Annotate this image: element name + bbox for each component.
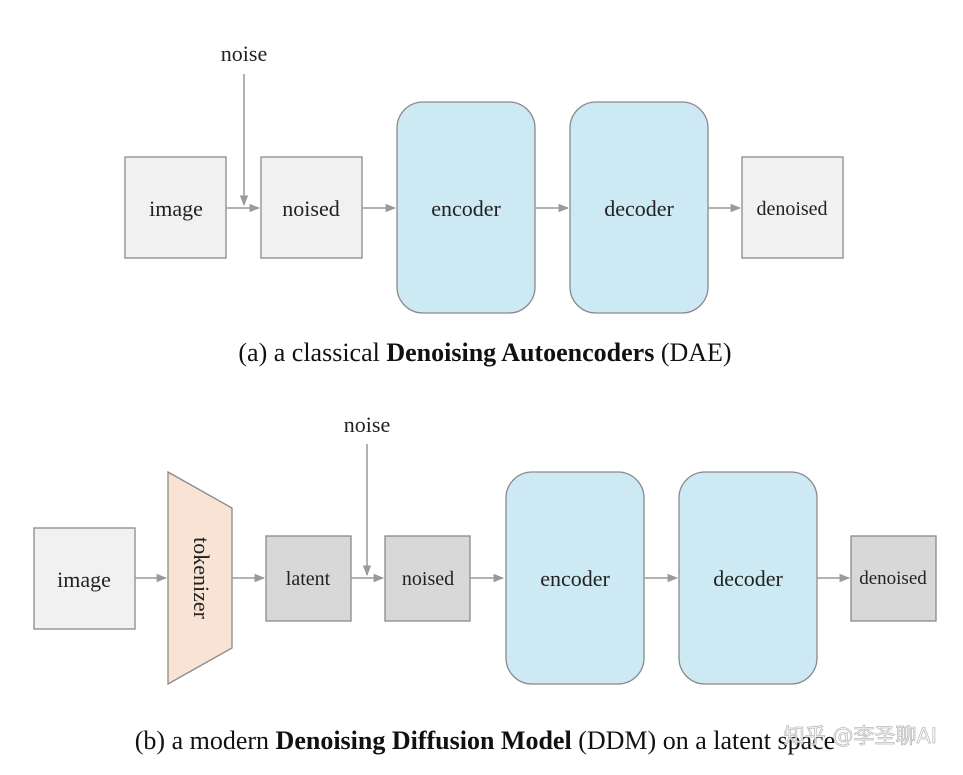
decoder-label-a: decoder [604,196,674,221]
denoised-box-b [850,535,937,622]
denoised-box-a [741,156,844,259]
image-box-b [33,527,136,630]
diagram-b: image tokenizer latent noise noised enco… [33,412,937,755]
noised-box-b [384,535,471,622]
caption-a-prefix: (a) a classical [238,338,386,367]
decoder-label-b: decoder [713,566,783,591]
caption-a-bold: Denoising Autoencoders [386,338,654,367]
encoder-label-b: encoder [540,566,610,591]
caption-b-prefix: (b) a modern [135,726,276,755]
image-label-b: image [57,567,111,592]
noise-label-b: noise [344,412,390,437]
noised-label-a: noised [282,196,339,221]
caption-b-bold: Denoising Diffusion Model [276,726,572,755]
caption-b-suffix: (DDM) on a latent space [572,726,836,755]
caption-a-suffix: (DAE) [654,338,731,367]
image-label-a: image [149,196,203,221]
encoder-label-a: encoder [431,196,501,221]
tokenizer-shape-b [167,470,233,686]
tokenizer-label-b: tokenizer [189,537,214,620]
caption-a: (a) a classical Denoising Autoencoders (… [238,338,731,367]
latent-label-b: latent [286,568,331,590]
noised-label-b: noised [402,568,454,590]
noised-box-a [260,156,363,259]
watermark: 知乎 @李圣聊AI [784,724,937,748]
denoised-label-a: denoised [756,198,827,220]
image-box-a [124,156,227,259]
diagram-a: noise image noised encoder decoder denoi… [124,41,844,367]
caption-b: (b) a modern Denoising Diffusion Model (… [135,726,835,755]
denoised-label-b: denoised [859,568,927,589]
noise-label-a: noise [221,41,267,66]
